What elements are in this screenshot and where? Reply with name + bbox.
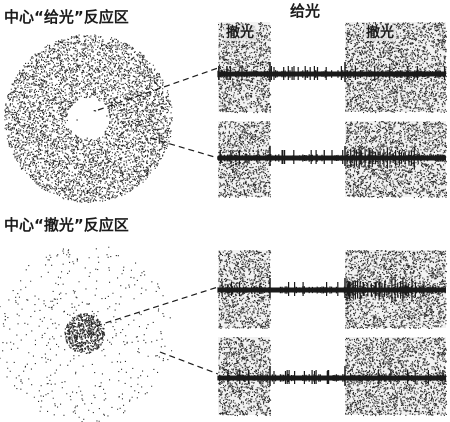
trace-spikes	[217, 278, 446, 302]
center-stipple	[76, 110, 108, 139]
leader-line-3	[95, 286, 219, 327]
receptive-fields-layer	[0, 34, 173, 422]
trace-spikes	[217, 370, 446, 384]
light-off-block-right	[345, 337, 448, 417]
leader-lines-layer	[95, 67, 219, 375]
center-stipple	[64, 313, 106, 354]
recording-panel-4	[217, 337, 448, 417]
leader-line-1	[97, 67, 219, 111]
light-off-label-right: 撤光	[364, 25, 396, 41]
on-center-title: 中心“给光”反应区	[4, 8, 129, 26]
light-on-header: 给光	[290, 2, 321, 20]
light-off-block-left	[218, 121, 271, 198]
off-center-title: 中心“撤光”反应区	[4, 216, 129, 234]
recording-panels-layer	[217, 22, 448, 417]
trace-spikes	[217, 66, 446, 80]
on-center-receptive-field	[4, 34, 173, 203]
recording-panel-2	[217, 121, 448, 199]
light-off-label-left: 撤光	[224, 25, 256, 41]
leader-line-4	[159, 351, 219, 375]
surround-stipple	[4, 34, 173, 203]
light-off-block-right	[345, 22, 448, 114]
leader-line-2	[149, 137, 219, 159]
light-off-block-left	[218, 250, 272, 329]
light-off-block-left	[218, 22, 272, 114]
off-center-receptive-field	[0, 246, 173, 422]
recording-panel-3	[217, 250, 448, 330]
